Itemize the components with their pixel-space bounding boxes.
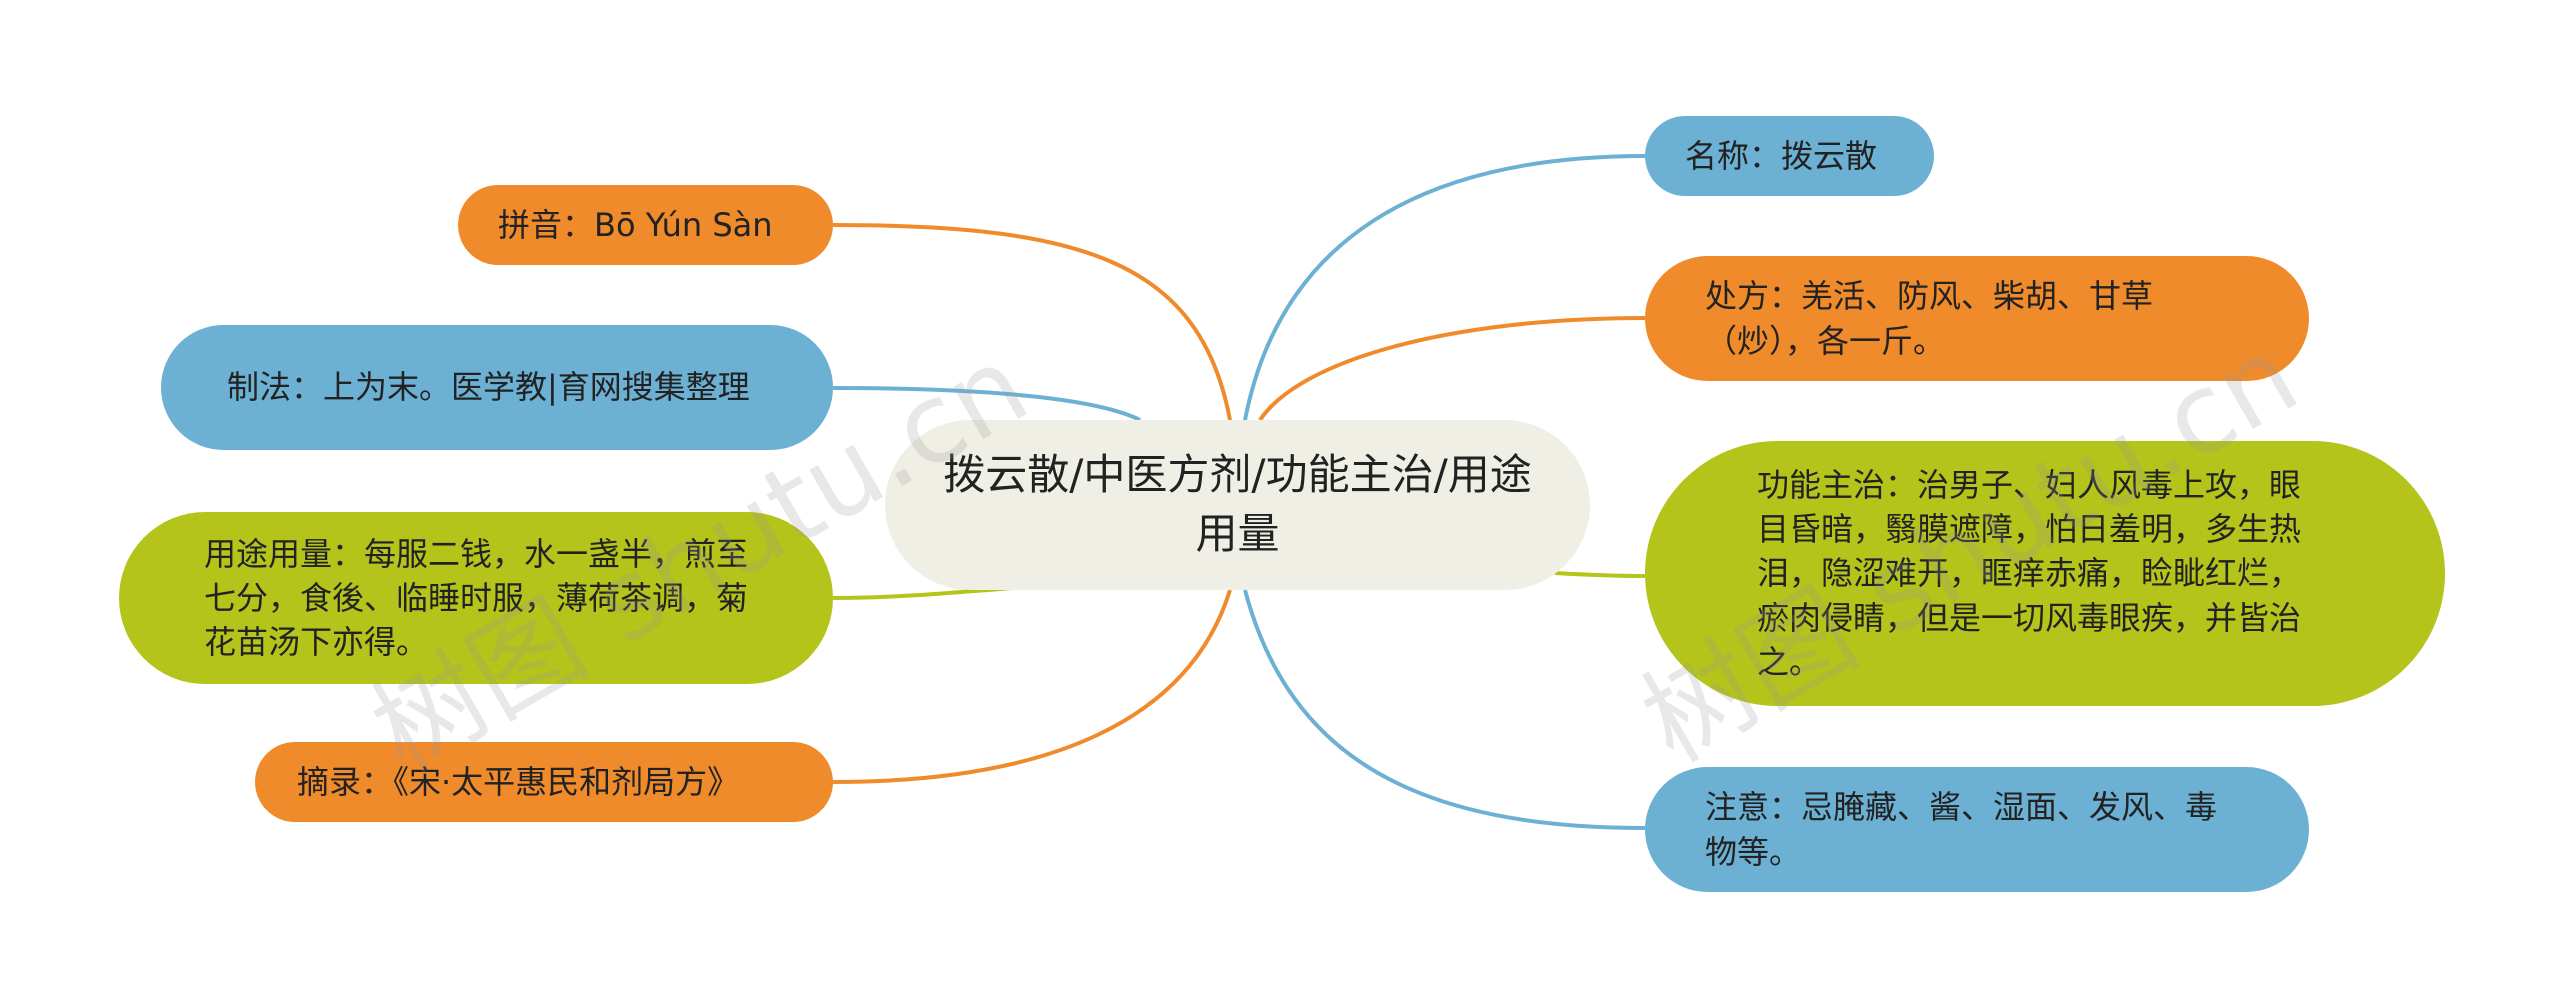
node-mingcheng-text: 名称：拨云散 (1685, 136, 1878, 175)
center-topic-text: 拨云散/中医方剂/功能主治/用途用量 (943, 450, 1532, 558)
link-gongneng (1554, 571, 1646, 578)
link-zhuyi (1243, 589, 1646, 830)
node-zhuyi[interactable]: 注意：忌腌藏、酱、湿面、发风、毒物等。 (1645, 767, 2309, 892)
node-pinyin[interactable]: 拼音：Bō Yún Sàn (458, 185, 833, 265)
center-topic[interactable]: 拨云散/中医方剂/功能主治/用途用量 (885, 420, 1590, 590)
node-pinyin-text: 拼音：Bō Yún Sàn (498, 205, 773, 244)
node-gongneng[interactable]: 功能主治：治男子、妇人风毒上攻，眼目昏暗，翳膜遮障，怕日羞明，多生热泪，隐涩难开… (1645, 441, 2445, 706)
node-zhuyi-text: 注意：忌腌藏、酱、湿面、发风、毒物等。 (1705, 788, 2218, 871)
link-zhailu (832, 589, 1232, 784)
node-gongneng-text: 功能主治：治男子、妇人风毒上攻，眼目昏暗，翳膜遮障，怕日羞明，多生热泪，隐涩难开… (1757, 466, 2302, 681)
node-yongtu-text: 用途用量：每服二钱，水一盏半，煎至七分，食後、临睡时服，薄荷茶调，菊花苗汤下亦得… (204, 534, 749, 662)
link-mingcheng (1243, 154, 1646, 421)
link-pinyin (832, 223, 1232, 421)
node-chufang-text: 处方：羌活、防风、柴胡、甘草（炒），各一斤。 (1705, 277, 2154, 360)
node-chufang[interactable]: 处方：羌活、防风、柴胡、甘草（炒），各一斤。 (1645, 256, 2309, 381)
node-mingcheng[interactable]: 名称：拨云散 (1645, 116, 1934, 196)
link-zhifa (832, 386, 1141, 422)
node-zhailu-text: 摘录：《宋·太平惠民和剂局方》 (297, 762, 740, 801)
node-zhailu[interactable]: 摘录：《宋·太平惠民和剂局方》 (255, 742, 833, 822)
node-zhifa[interactable]: 制法：上为末。医学教|育网搜集整理 (161, 325, 833, 450)
node-yongtu[interactable]: 用途用量：每服二钱，水一盏半，煎至七分，食後、临睡时服，薄荷茶调，菊花苗汤下亦得… (119, 512, 833, 684)
link-chufang (1258, 316, 1646, 422)
node-zhifa-text: 制法：上为末。医学教|育网搜集整理 (227, 368, 750, 407)
